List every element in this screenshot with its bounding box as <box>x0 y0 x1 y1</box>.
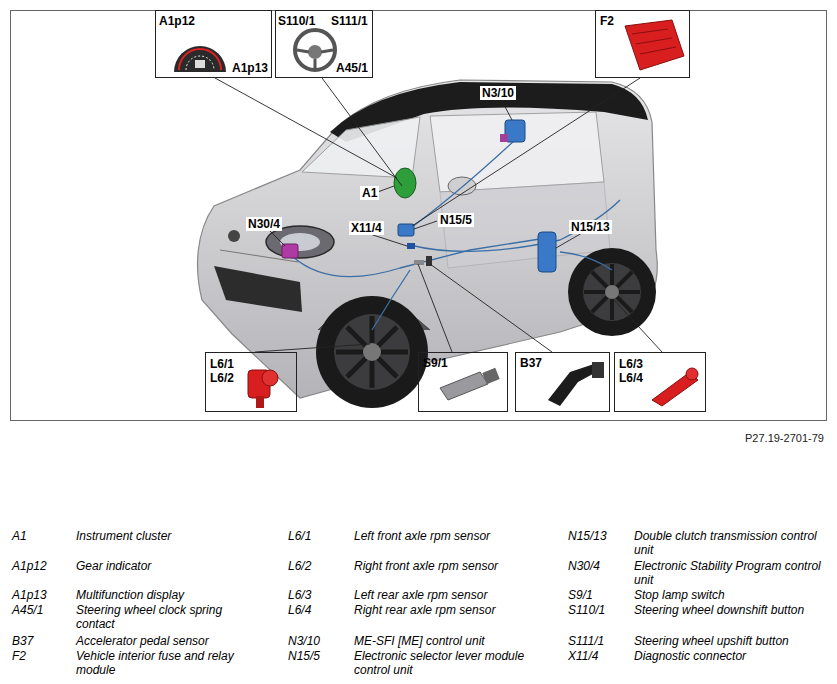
table-description: Steering wheel clock spring contact <box>76 603 251 631</box>
callout-code: F2 <box>600 14 614 28</box>
callout-code: L6/2 <box>210 371 234 385</box>
leader-lines <box>215 78 662 352</box>
table-description: Stop lamp switch <box>634 588 824 602</box>
inset-box: F2 <box>595 10 690 78</box>
table-code: N15/13 <box>568 529 607 543</box>
table-code: L6/1 <box>288 529 311 543</box>
table-code: S110/1 <box>568 603 605 617</box>
gauge-picture <box>174 46 226 72</box>
table-code: A1p12 <box>12 559 47 573</box>
table-description: Accelerator pedal sensor <box>76 634 251 648</box>
table-code: S111/1 <box>568 634 604 648</box>
callout-code: B37 <box>520 356 542 370</box>
callout-code: X11/4 <box>349 221 384 235</box>
callout-code: N15/5 <box>438 213 474 227</box>
rpm-sensor-picture <box>652 368 698 406</box>
callout-code: A1p12 <box>159 14 195 28</box>
table-description: Gear indicator <box>76 559 251 573</box>
table-code: N30/4 <box>568 559 600 573</box>
inset-box: S110/1 S111/1A45/1 <box>275 10 373 78</box>
callout-code: A45/1 <box>336 61 368 75</box>
table-description: Electronic selector lever module control… <box>354 649 539 677</box>
table-description: Left rear axle rpm sensor <box>354 588 539 602</box>
callout-code: N30/4 <box>246 217 282 231</box>
callout-code: N15/13 <box>569 220 612 234</box>
table-code: X11/4 <box>568 649 598 663</box>
table-code: N15/5 <box>288 649 320 663</box>
callout-code: S111/1 <box>331 14 368 28</box>
callout-code: L6/3 <box>619 357 643 371</box>
callout-code: A1p13 <box>232 61 268 75</box>
callout-code: S110/1 <box>278 14 315 28</box>
inset-box: A1p12A1p13 <box>155 10 272 78</box>
wiring <box>292 140 620 330</box>
inset-box: B37 <box>515 352 610 412</box>
components <box>282 120 556 272</box>
table-description: Diagnostic connector <box>634 649 824 663</box>
table-description: Multifunction display <box>76 588 251 602</box>
figure-frame <box>11 11 827 421</box>
stop-lamp-switch-picture <box>440 368 500 400</box>
callout-code: N3/10 <box>480 86 516 100</box>
table-code: N3/10 <box>288 634 320 648</box>
callout-code: L6/4 <box>619 371 643 385</box>
table-code: S9/1 <box>568 588 593 602</box>
table-code: L6/2 <box>288 559 311 573</box>
steering-wheel-picture <box>295 30 335 70</box>
table-code: F2 <box>12 649 26 663</box>
figure-number: P27.19-2701-79 <box>745 432 824 444</box>
table-description: Vehicle interior fuse and relay module <box>76 649 251 677</box>
callout-code: L6/1 <box>210 357 234 371</box>
rpm-sensor-picture <box>248 370 278 408</box>
table-description: ME-SFI [ME] control unit <box>354 634 539 648</box>
table-description: Right rear axle rpm sensor <box>354 603 539 617</box>
table-description: Left front axle rpm sensor <box>354 529 539 543</box>
table-description: Right front axle rpm sensor <box>354 559 539 573</box>
table-description: Steering wheel upshift button <box>634 634 824 648</box>
table-description: Steering wheel downshift button <box>634 603 824 617</box>
inset-box: S9/1 <box>418 352 508 412</box>
table-description: Double clutch transmission control unit <box>634 529 824 557</box>
table-code: L6/3 <box>288 588 311 602</box>
table-code: B37 <box>12 634 33 648</box>
table-description: Instrument cluster <box>76 529 251 543</box>
callout-code: S9/1 <box>423 356 448 370</box>
inset-box: L6/3L6/4 <box>614 352 706 412</box>
table-code: A1 <box>12 529 27 543</box>
pedal-picture <box>548 362 604 406</box>
table-description: Electronic Stability Program control uni… <box>634 559 824 587</box>
fuse-box-picture <box>625 20 684 70</box>
inset-box: L6/1L6/2 <box>205 352 297 412</box>
table-code: A1p13 <box>12 588 47 602</box>
wheels <box>316 248 656 408</box>
table-code: A45/1 <box>12 603 43 617</box>
table-code: L6/4 <box>288 603 311 617</box>
inset-grounds <box>155 10 706 412</box>
callout-code: A1 <box>360 186 379 200</box>
